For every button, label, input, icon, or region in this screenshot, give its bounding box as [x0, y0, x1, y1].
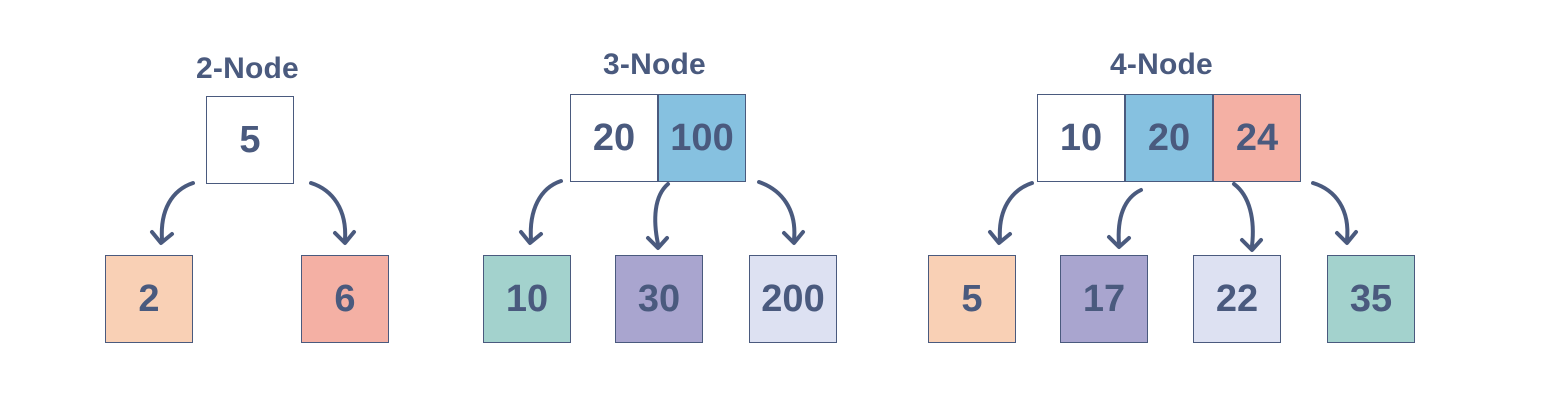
key-value: 20 [1147, 116, 1191, 159]
key-value: 100 [670, 116, 734, 159]
key-box: 100 [658, 94, 746, 182]
child-value: 5 [961, 277, 983, 320]
group-title: 3-Node [603, 48, 706, 81]
child-box: 10 [483, 255, 571, 343]
arrow-icon [519, 179, 563, 245]
key-value: 5 [239, 118, 261, 161]
key-value: 20 [592, 116, 636, 159]
child-value: 17 [1082, 277, 1126, 320]
arrow-icon [646, 182, 670, 250]
key-box: 10 [1037, 94, 1125, 182]
arrow-icon [1232, 182, 1263, 252]
child-box: 35 [1327, 255, 1415, 343]
child-value: 200 [761, 277, 825, 320]
arrow-icon [309, 181, 356, 245]
child-value: 6 [334, 277, 356, 320]
child-box: 22 [1193, 255, 1281, 343]
child-box: 2 [105, 255, 193, 343]
child-box: 5 [928, 255, 1016, 343]
arrow-icon [988, 181, 1034, 245]
key-value: 10 [1059, 116, 1103, 159]
key-value: 24 [1235, 116, 1279, 159]
group-title: 4-Node [1110, 48, 1213, 81]
child-value: 22 [1215, 277, 1259, 320]
child-box: 17 [1060, 255, 1148, 343]
child-value: 30 [637, 277, 681, 320]
key-box: 5 [206, 96, 294, 184]
child-value: 35 [1349, 277, 1393, 320]
group-title: 2-Node [196, 52, 299, 85]
arrow-icon [1107, 188, 1143, 249]
arrow-icon [757, 180, 805, 245]
child-box: 200 [749, 255, 837, 343]
key-box: 24 [1213, 94, 1301, 182]
key-box: 20 [1125, 94, 1213, 182]
arrow-icon [1311, 181, 1358, 245]
key-box: 20 [570, 94, 658, 182]
child-value: 10 [505, 277, 549, 320]
child-value: 2 [138, 277, 160, 320]
child-box: 6 [301, 255, 389, 343]
child-box: 30 [615, 255, 703, 343]
arrow-icon [150, 181, 195, 245]
